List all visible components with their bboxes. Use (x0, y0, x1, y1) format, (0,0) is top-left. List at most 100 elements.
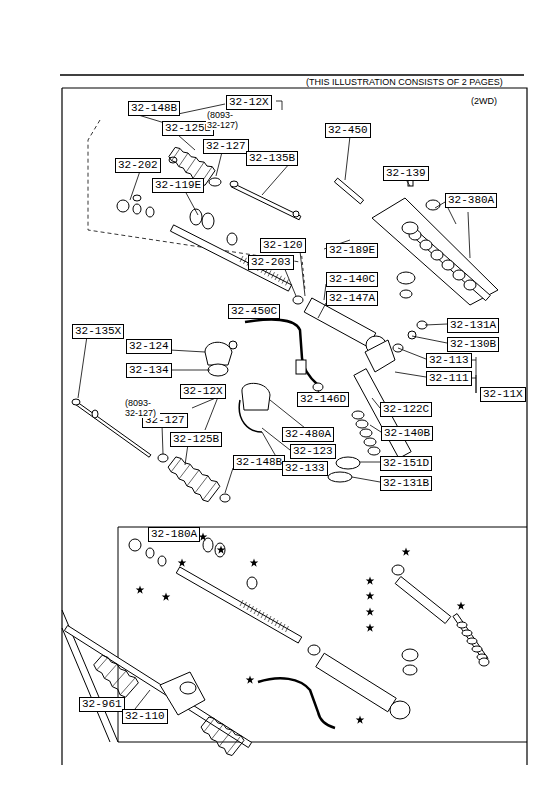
star-mark (366, 592, 375, 600)
boot-ridge (203, 482, 217, 500)
rack-teeth (279, 276, 282, 282)
leader-line (352, 477, 380, 482)
pinion-housing (180, 682, 196, 694)
callout-number: 32-125B (173, 433, 219, 446)
leader-line (185, 444, 188, 465)
boot-ridge (120, 678, 135, 695)
leader-line (300, 251, 305, 296)
callout-number: 32-124 (129, 340, 169, 353)
pinion-housing (365, 340, 395, 372)
callout-number: 32-113 (429, 354, 469, 367)
valve-body (372, 198, 498, 305)
tie-rod-end (72, 399, 80, 405)
boot-ridge (219, 730, 232, 746)
leader-line (476, 357, 477, 393)
leader-line (162, 425, 163, 454)
rack-teeth (251, 606, 254, 612)
pipe-fitting (334, 178, 363, 204)
bushing (133, 204, 141, 214)
bushing (117, 200, 129, 212)
rack-ring (227, 233, 237, 245)
leader-line (130, 171, 140, 200)
shaft-spline (472, 646, 482, 652)
callout-box: 32-148B (233, 455, 285, 470)
bushing (146, 207, 154, 217)
callout-box: 32-12X (226, 95, 272, 110)
callout-number: 32-961 (82, 698, 122, 711)
seal-ring (368, 447, 380, 455)
leader-line (205, 397, 218, 430)
rack-teeth (275, 620, 278, 626)
rack-teeth (244, 602, 247, 608)
shaft-spline (457, 622, 467, 628)
shaft-spline (462, 630, 472, 636)
cap (328, 472, 352, 482)
star-mark (356, 716, 365, 724)
callout-number: 32-480A (285, 428, 331, 441)
callout-box: 32-450 (325, 123, 371, 138)
bushing (242, 383, 270, 410)
dust-boot (201, 717, 244, 756)
callout-number: 32-189E (329, 244, 375, 257)
callout-box: 32-11X (480, 387, 526, 402)
callout-number: 32-130B (450, 338, 496, 351)
callout-box: 32-133 (282, 461, 328, 476)
rack-teeth (282, 278, 285, 284)
callout-number: 32-148B (236, 456, 282, 469)
valve-part (420, 240, 432, 250)
callout-box: 32-180A (148, 527, 200, 542)
mount-bracket (205, 342, 232, 365)
leader-line (318, 303, 326, 318)
valve-part (403, 665, 417, 675)
callout-box: 32-110 (122, 709, 168, 724)
star-mark (366, 577, 375, 585)
valve-part (464, 280, 476, 290)
callout-number: 32-202 (118, 159, 158, 172)
callout-box: 32-125B (170, 432, 222, 447)
callout-number: 32-119E (155, 179, 201, 192)
pipe-clip (296, 360, 306, 374)
rack-teeth (247, 604, 250, 610)
lock-nut (92, 410, 98, 418)
callout-number: 32-380A (448, 194, 494, 207)
callout-number: 32-134 (129, 364, 169, 377)
leader-line (472, 378, 476, 379)
leader-line (170, 350, 205, 352)
callout-number: 32-135B (249, 152, 295, 165)
valve-housing (395, 576, 451, 623)
callout-box: 32-135X (72, 324, 124, 339)
star-mark (136, 586, 145, 594)
rack-bar (170, 225, 291, 291)
callout-number: 32-140C (329, 273, 375, 286)
callout-number: 32-11X (483, 388, 523, 401)
serial-note: (8093- 32-127) (206, 110, 242, 130)
tie-rod (231, 183, 301, 220)
leader-line (395, 372, 426, 377)
callout-box: 32-119E (152, 178, 204, 193)
boot-clamp (158, 454, 168, 462)
callout-number: 32-148B (131, 102, 177, 115)
star-mark (178, 559, 187, 567)
callout-number: 32-147A (329, 292, 375, 305)
callout-box: 32-151D (380, 456, 432, 471)
valve-part (431, 250, 443, 260)
rack-teeth (268, 270, 271, 276)
rack-teeth (279, 622, 282, 628)
rack-teeth (254, 608, 257, 614)
callout-number: 32-133 (285, 462, 325, 475)
boot-ridge (112, 671, 126, 687)
rack-teeth (261, 612, 264, 618)
callout-box: 32-480A (282, 427, 334, 442)
pinion-shaft (453, 614, 488, 662)
page-frame (62, 88, 527, 765)
rack-teeth (240, 600, 243, 606)
callout-number: 32-123 (293, 445, 333, 458)
valve-seal (402, 222, 418, 234)
boot-ridge (195, 476, 208, 493)
callout-box: 32-122C (380, 402, 432, 417)
star-mark (366, 624, 375, 632)
rack-teeth (282, 624, 285, 630)
leader-line (372, 398, 380, 408)
